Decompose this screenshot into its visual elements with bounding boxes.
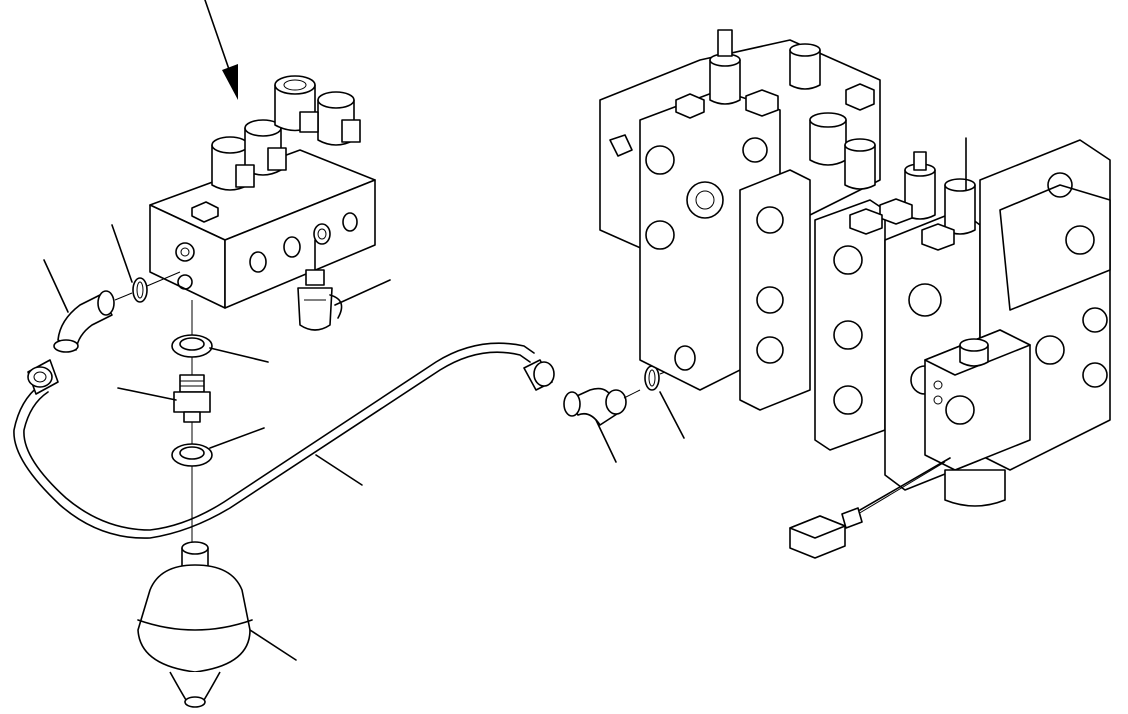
adapter-fitting: [173, 374, 211, 423]
leader-elbow-left: [43, 259, 69, 313]
leader-pressure-switch: [334, 279, 391, 306]
accumulator: [137, 541, 253, 708]
leader-elbow-right: [595, 419, 617, 463]
leader-seal-upper: [209, 347, 269, 363]
leader-pipe: [315, 454, 363, 486]
elbow-fitting-right: [563, 387, 641, 426]
seal-washer-lower: [171, 443, 213, 467]
hose-end-right: [523, 359, 555, 391]
front-solenoid: [924, 329, 1031, 507]
o-ring-left: [132, 271, 181, 303]
pressure-switch: [297, 239, 343, 331]
hose-end-left: [27, 359, 59, 395]
leader-lines: [43, 137, 967, 661]
seal-washer-upper: [171, 334, 213, 358]
leader-seal-lower: [209, 427, 265, 449]
assembly-arrow: [204, 0, 238, 100]
electrical-connector: [789, 457, 951, 559]
pipe: [13, 342, 535, 539]
elbow-fitting-left: [53, 290, 133, 353]
leader-adapter: [117, 387, 177, 401]
leader-accumulator: [249, 629, 297, 661]
main-control-valve: [599, 29, 1111, 491]
leader-o-ring-left: [111, 224, 133, 283]
leader-o-ring-right: [659, 391, 685, 439]
solenoid-valve-block: [149, 75, 376, 309]
